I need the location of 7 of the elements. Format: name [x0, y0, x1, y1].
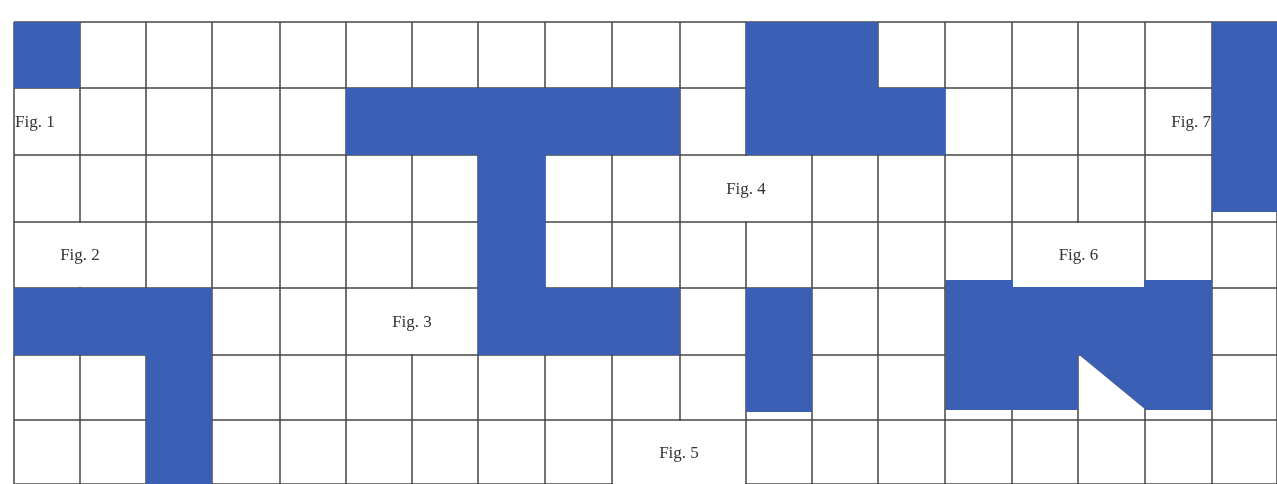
- figure-label: Fig. 1: [15, 111, 55, 132]
- figure-label: Fig. 5: [659, 442, 699, 463]
- figure-label: Fig. 6: [1058, 245, 1099, 265]
- figure-label: Fig. 7: [1171, 111, 1211, 132]
- figure-label: Fig. 3: [392, 311, 432, 332]
- figure-label: Fig. 4: [726, 178, 766, 199]
- figure-label: Fig. 2: [60, 245, 100, 265]
